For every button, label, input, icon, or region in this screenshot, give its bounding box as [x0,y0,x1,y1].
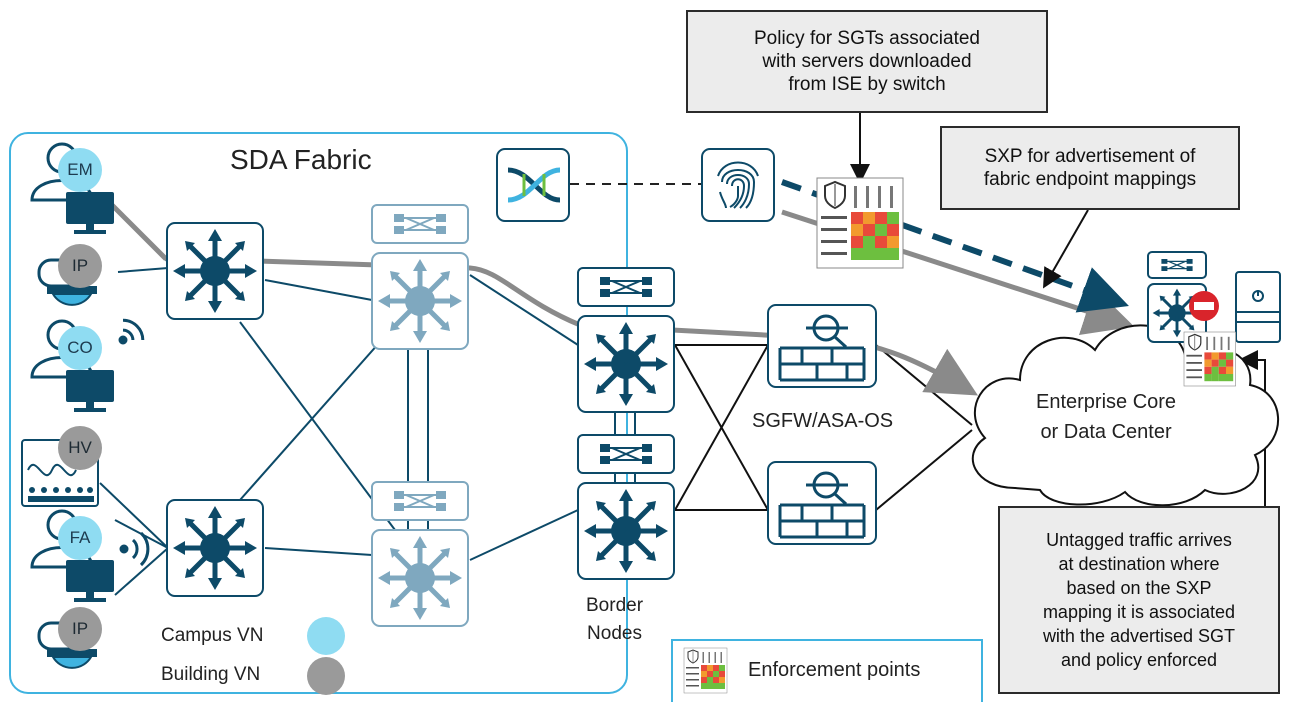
border-node-top [577,267,675,413]
legend-building-dot [307,657,345,695]
firewall-bottom [767,461,877,545]
policy-matrix-icon [816,177,904,269]
badge-ip-top: IP [58,244,102,288]
firewall-top [767,304,877,388]
badge-co: CO [58,326,102,370]
untagged-callout-pointer [1238,350,1266,506]
fabric-title: SDA Fabric [230,144,372,175]
fabric-links [99,209,636,596]
legend-campus-label: Campus VN [161,625,264,646]
deny-icon [1189,291,1219,321]
enforcement-matrix-icon [683,647,728,694]
legend-campus-dot [307,617,345,655]
edge-node-top [166,222,264,320]
fingerprint-icon [701,148,775,222]
border-node-bottom [577,434,675,580]
badge-ip-bottom: IP [58,607,102,651]
endpoint-fa [30,509,150,602]
intermediate-node-top [371,204,469,350]
wifi-icon [118,318,145,345]
sxp-callout-pointer [1043,209,1089,289]
dna-center-icon [496,148,570,222]
badge-hv: HV [58,426,102,470]
legend-building-label: Building VN [161,664,261,685]
enforcement-label: Enforcement points [748,659,921,681]
intermediate-node-bottom [371,481,469,627]
cloud-label: Enterprise Core or Data Center [1036,391,1177,443]
enforcement-legend-box [671,639,983,702]
border-nodes-label: Border Nodes [586,595,644,644]
server-icon [1235,271,1281,343]
border-links [674,344,973,511]
policy-matrix-icon-destination [1183,331,1237,387]
sxp-callout: SXP for advertisement of fabric endpoint… [940,126,1240,210]
edge-node-bottom [166,499,264,597]
badge-em: EM [58,148,102,192]
policy-callout: Policy for SGTs associated with servers … [686,10,1048,113]
badge-fa: FA [58,516,102,560]
endpoint-co [30,318,145,412]
untagged-callout: Untagged traffic arrives at destination … [998,506,1280,694]
sgfw-label: SGFW/ASA-OS [752,410,894,432]
